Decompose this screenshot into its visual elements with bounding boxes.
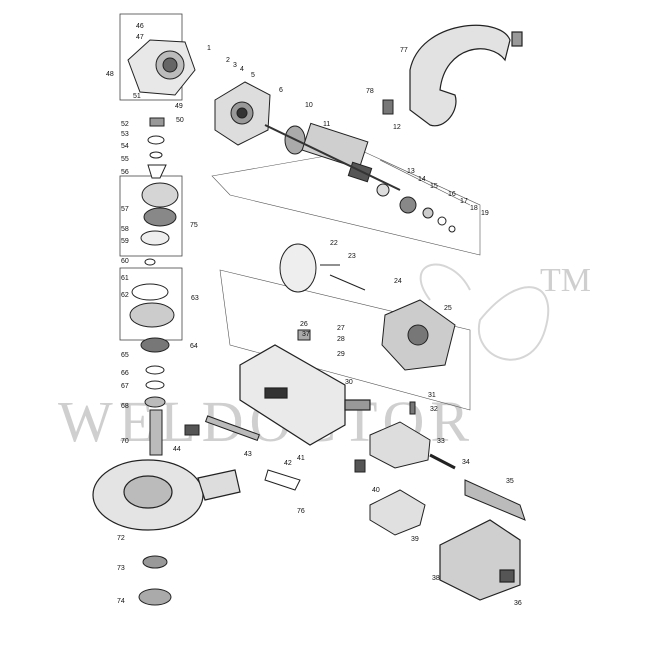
part-label-60: 60 [121,258,129,265]
part-label-72: 72 [117,535,125,542]
part-label-66: 66 [121,370,129,377]
rear-cover [439,519,521,601]
part-label-34: 34 [462,459,470,466]
part-label-78: 78 [366,88,374,95]
part-label-62: 62 [121,292,129,299]
part-label-61: 61 [121,275,129,282]
armature-bearings [376,183,456,233]
motor-housing [239,344,371,446]
part-label-64: 64 [190,343,198,350]
part-label-76: 76 [297,508,305,515]
wheel-guard [92,459,241,531]
part-label-31: 31 [428,392,436,399]
fan-baffle [279,243,366,293]
part-label-27: 27 [337,325,345,332]
part-label-65: 65 [121,352,129,359]
part-label-35: 35 [506,478,514,485]
part-label-33: 33 [437,438,445,445]
part-label-22: 22 [330,240,338,247]
watermark-swirl-icon [419,263,550,361]
part-label-54: 54 [121,143,129,150]
part-label-63: 63 [191,295,199,302]
part-label-36: 36 [514,600,522,607]
part-label-40: 40 [372,487,380,494]
part-label-77: 77 [400,47,408,54]
d-handle [409,24,523,127]
switch-and-cord [369,421,526,521]
part-label-6: 6 [279,87,283,94]
part-label-49: 49 [175,103,183,110]
part-label-52: 52 [121,121,129,128]
part-label-32: 32 [430,406,438,413]
part-label-2: 2 [226,57,230,64]
part-label-48: 48 [106,71,114,78]
part-label-50: 50 [176,117,184,124]
part-label-73: 73 [117,565,125,572]
part-label-58: 58 [121,226,129,233]
part-label-23: 23 [348,253,356,260]
part-label-24: 24 [394,278,402,285]
part-label-39: 39 [411,536,419,543]
part-label-70: 70 [121,438,129,445]
part-label-68: 68 [121,403,129,410]
gear-housing [127,39,196,96]
lock-nuts [138,555,172,606]
part-label-55: 55 [121,156,129,163]
part-label-3: 3 [233,62,237,69]
spindle-stack [129,117,179,456]
part-label-44: 44 [173,446,181,453]
part-label-15: 15 [430,183,438,190]
part-label-17: 17 [460,198,468,205]
bearing-box [214,81,271,146]
part-label-57: 57 [121,206,129,213]
part-label-26: 26 [300,321,308,328]
part-label-53: 53 [121,131,129,138]
part-label-42: 42 [284,460,292,467]
part-label-51: 51 [133,93,141,100]
part-label-47: 47 [136,34,144,41]
part-label-28: 28 [337,336,345,343]
part-label-41: 41 [297,455,305,462]
field-coil [381,299,456,371]
switch-base [369,489,426,536]
part-label-75: 75 [190,222,198,229]
part-label-4: 4 [240,66,244,73]
part-label-25: 25 [444,305,452,312]
part-label-10: 10 [305,102,313,109]
part-label-18: 18 [470,205,478,212]
part-label-1: 1 [207,45,211,52]
part-label-19: 19 [481,210,489,217]
part-label-30: 30 [345,379,353,386]
part-label-37: 37 [302,331,310,338]
part-label-46: 46 [136,23,144,30]
part-label-5: 5 [251,72,255,79]
part-label-11: 11 [323,121,330,128]
part-label-12: 12 [393,124,401,131]
armature [264,122,401,191]
part-label-29: 29 [337,351,345,358]
small-parts [184,99,416,491]
watermark-tm: TM [540,262,591,299]
part-label-13: 13 [407,168,415,175]
part-label-74: 74 [117,598,125,605]
part-label-38: 38 [432,575,440,582]
part-label-16: 16 [448,191,456,198]
part-label-67: 67 [121,383,129,390]
part-label-56: 56 [121,169,129,176]
part-label-43: 43 [244,451,252,458]
part-label-59: 59 [121,238,129,245]
part-label-14: 14 [418,176,426,183]
